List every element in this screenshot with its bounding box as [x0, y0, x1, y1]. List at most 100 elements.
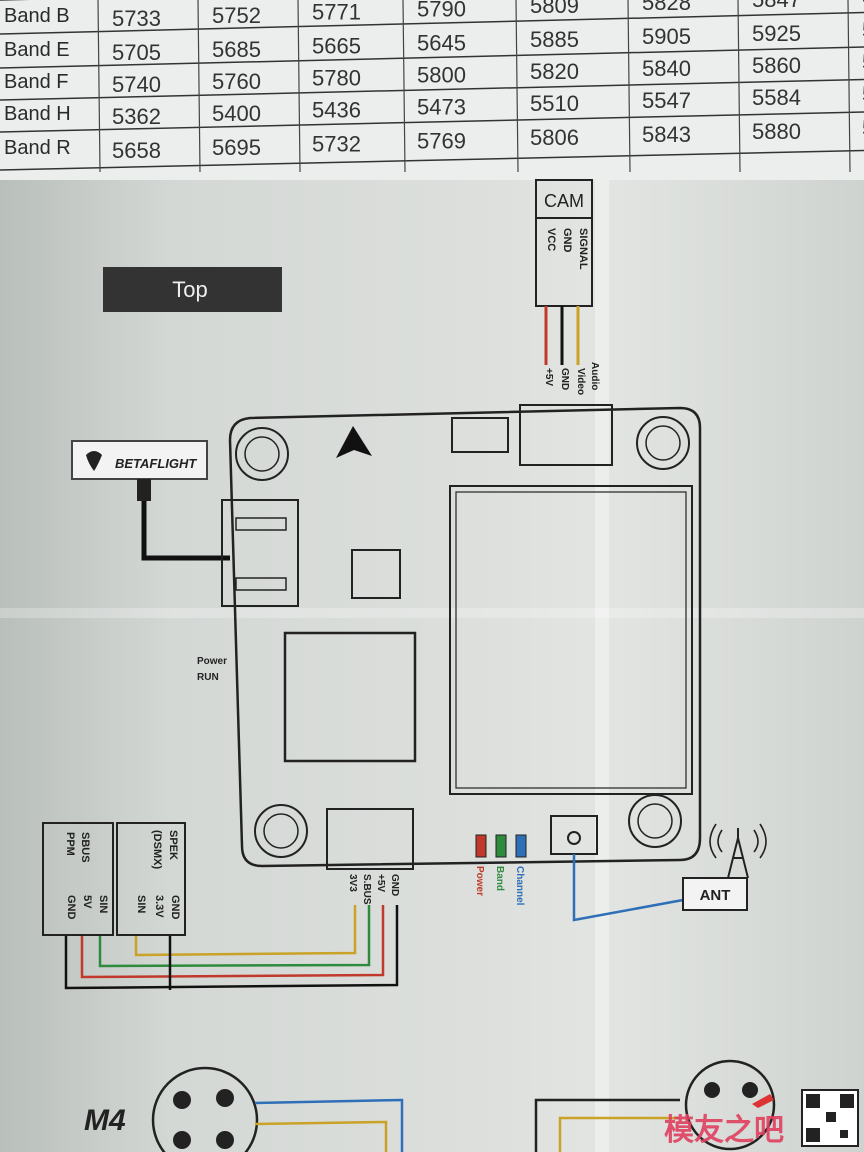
motor-outline: [684, 1059, 776, 1151]
table-band-label: Band H: [4, 103, 71, 125]
mount-hole: [628, 794, 682, 848]
pin-5v-label: +5V: [375, 874, 386, 892]
table-col-line: [737, 0, 741, 173]
run-led-label: RUN: [197, 672, 219, 683]
sin-label: SIN: [97, 895, 109, 913]
board-outline: [228, 406, 702, 868]
motor-label: M4: [84, 1104, 126, 1137]
table-cell: 5732: [312, 132, 361, 157]
status-leds: Power Band Channel: [474, 834, 527, 906]
table-col-line: [297, 0, 301, 173]
table-col-line: [515, 0, 519, 173]
table-cell: 5436: [312, 98, 361, 123]
cam-plug: [519, 404, 613, 466]
spek-3v3-label: 3.3V: [153, 895, 165, 918]
cam-connector: CAM SIGNAL GND VCC Audio Video GND +5V: [535, 179, 600, 395]
table-col-line: [627, 0, 631, 173]
cam-pin-vcc: VCC: [545, 228, 557, 251]
bind-button: [451, 417, 509, 453]
led-power-label: Power: [474, 866, 485, 896]
table-band-label: Band F: [4, 71, 68, 93]
rx-wiring: GND +5V S.BUS 3V3: [64, 874, 400, 990]
table-cell: 5820: [530, 59, 579, 84]
paper-fold-horizontal: [0, 608, 864, 618]
direction-arrow-icon: [336, 426, 372, 458]
table-cell: 5866: [862, 0, 864, 9]
betaflight-logo: BETAFLIGHT: [71, 440, 230, 561]
spek-label: SPEK: [167, 830, 179, 860]
osd-chip: [351, 549, 401, 599]
table-cell: 5695: [212, 135, 261, 160]
table-cell: 5843: [642, 122, 691, 147]
table-cell: 5362: [112, 104, 161, 129]
antenna-socket: [550, 815, 598, 855]
bee-icon: [86, 451, 102, 471]
table-cell: 5945: [862, 18, 864, 43]
table-cell: 5658: [112, 138, 161, 163]
table-cell: 5880: [862, 50, 864, 75]
vtx-board: Power RUN: [197, 404, 702, 870]
fc-connector: [221, 499, 299, 607]
table-cell: 5771: [312, 0, 361, 25]
table-col-line: [402, 0, 406, 173]
table-cell: 5769: [417, 128, 466, 153]
table-cell: 5809: [530, 0, 579, 18]
led-power: [475, 834, 487, 858]
table-cell: 5473: [417, 94, 466, 119]
table-col-line: [847, 0, 851, 173]
table-band-label: Band E: [4, 39, 70, 61]
table-cell: 5621: [862, 82, 864, 107]
table-cell: 5740: [112, 72, 161, 97]
table-cell: 5400: [212, 101, 261, 126]
table-cell: 5780: [312, 66, 361, 91]
table-cell: 5584: [752, 85, 801, 110]
top-label-text: Top: [172, 277, 207, 302]
top-label: Top: [103, 267, 282, 312]
motor-outline: [151, 1066, 259, 1152]
table-cell: 5510: [530, 91, 579, 116]
table-cell: 5885: [530, 27, 579, 52]
cam-label: CAM: [544, 191, 584, 211]
table-band-label: Band R: [4, 137, 71, 159]
table-col-line: [97, 0, 101, 173]
table-cell: 5547: [642, 88, 691, 113]
mount-hole: [636, 416, 690, 470]
table-cell: 5840: [642, 56, 691, 81]
cam-pin-signal: SIGNAL: [577, 228, 589, 270]
table-cell: 5685: [212, 37, 261, 62]
table-cell: 5925: [752, 21, 801, 46]
table-cell: 5917: [862, 116, 864, 141]
power-led-label: Power: [197, 656, 227, 667]
rf-shield: [449, 485, 693, 795]
paper-fold-vertical: [595, 0, 609, 1152]
table-cell: 5752: [212, 3, 261, 28]
pin-gnd-label: GND: [389, 874, 400, 896]
wire-5v: [80, 905, 385, 979]
spek-sin-label: SIN: [135, 895, 147, 913]
watermark: 模友之吧: [664, 1089, 859, 1147]
wire-label-audio: Audio: [589, 362, 600, 390]
ant-label: ANT: [700, 887, 731, 904]
table-cell: 5790: [417, 0, 466, 21]
plane-icon: [752, 1094, 774, 1108]
table-col-line: [197, 0, 201, 173]
sbus-label: SBUS: [79, 832, 91, 863]
mount-hole: [235, 427, 289, 481]
table-row-line: [0, 46, 864, 69]
rx-plug: [326, 808, 414, 870]
table-row-line: [0, 111, 864, 133]
pin-sbus-label: S.BUS: [361, 874, 372, 905]
table-row-line: [0, 149, 864, 171]
table-cell: 5800: [417, 62, 466, 87]
wire-label-5v: +5V: [543, 368, 554, 386]
led-channel: [515, 834, 527, 858]
table-cell: 5705: [112, 40, 161, 65]
table-row-line: [0, 78, 864, 101]
table-cell: 5828: [642, 0, 691, 15]
mount-hole: [254, 804, 308, 858]
antenna: ANT: [572, 823, 767, 922]
dsmx-label: (DSMX): [151, 830, 163, 869]
wire-label-gnd: GND: [559, 368, 570, 390]
